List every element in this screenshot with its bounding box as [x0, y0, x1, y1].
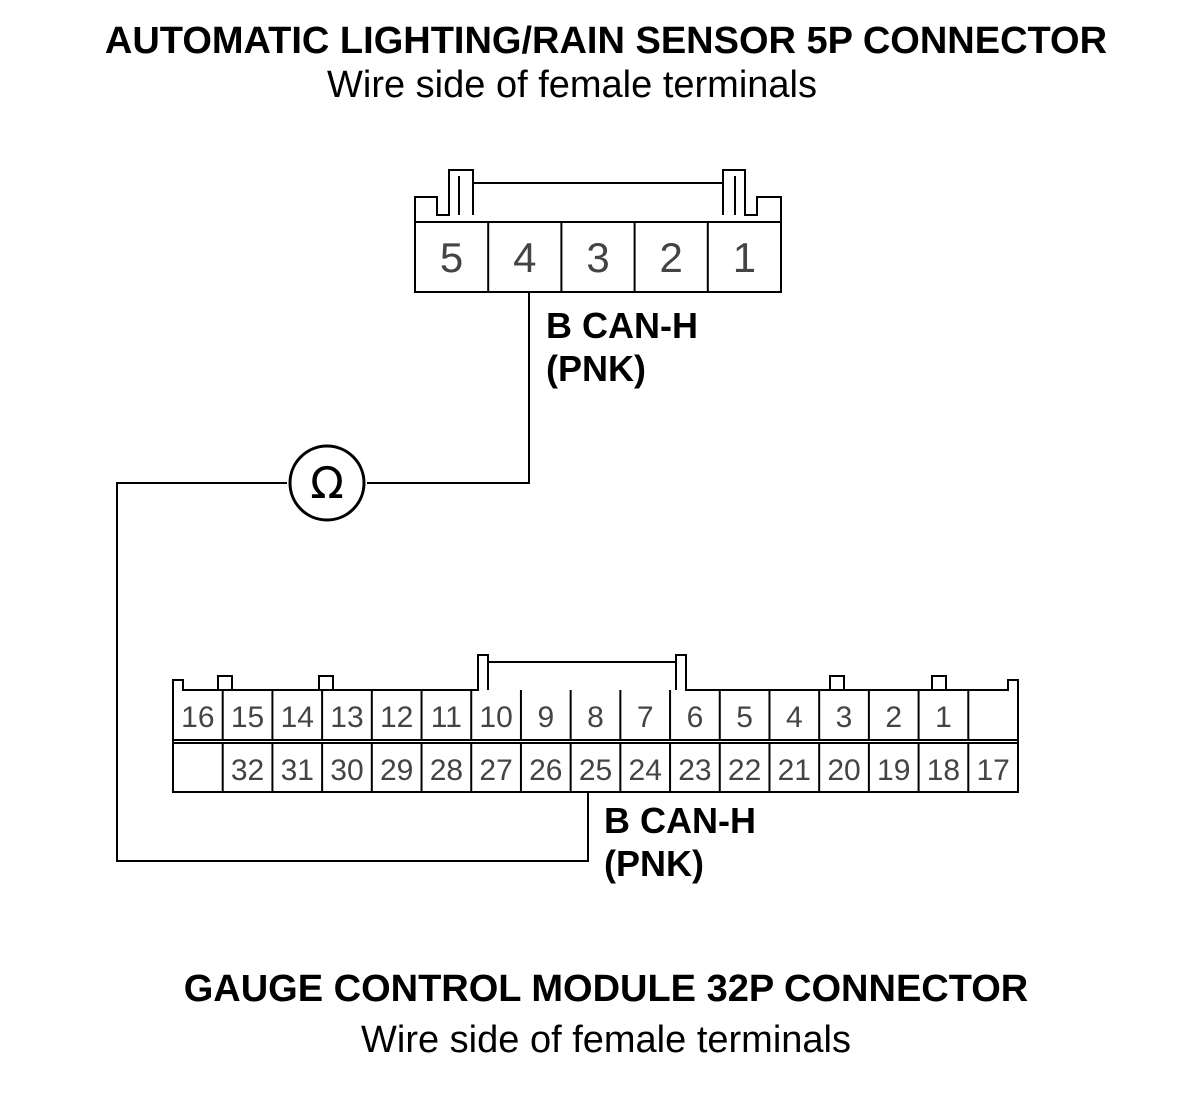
- bottom-pin-label: 23: [678, 754, 711, 787]
- bottom-pin-label: 7: [637, 701, 654, 734]
- bottom-pin-label: 13: [330, 701, 363, 734]
- bottom-pin-label: 5: [736, 701, 753, 734]
- top-connector-subtitle: Wire side of female terminals: [327, 64, 817, 106]
- bottom-pin-label: 26: [529, 754, 562, 787]
- ohmmeter-icon: Ω: [288, 444, 366, 522]
- bottom-pin-label: 32: [231, 754, 264, 787]
- top-connector-title: AUTOMATIC LIGHTING/RAIN SENSOR 5P CONNEC…: [104, 20, 1108, 62]
- bottom-pin-label: 28: [430, 754, 463, 787]
- bottom-pin-label: 14: [281, 701, 314, 734]
- bottom-pin-label: 22: [728, 754, 761, 787]
- top-5p-connector: [414, 169, 782, 293]
- bottom-pin-label: 21: [778, 754, 811, 787]
- bottom-pin-label: 31: [281, 754, 314, 787]
- top-pin-label: 2: [660, 234, 683, 281]
- bottom-pin-label: 29: [380, 754, 413, 787]
- bottom-pin-label: 20: [827, 754, 860, 787]
- bottom-pin-label: 11: [431, 701, 462, 734]
- bottom-connector-title: GAUGE CONTROL MODULE 32P CONNECTOR: [183, 968, 1029, 1010]
- bottom-pin-label: 2: [885, 701, 902, 734]
- ohm-symbol: Ω: [310, 458, 344, 509]
- bottom-pin-label: 19: [877, 754, 910, 787]
- top-wire-label-line2: (PNK): [546, 348, 646, 389]
- top-pin-label: 4: [513, 234, 536, 281]
- bottom-wire-label-line1: B CAN-H: [604, 800, 756, 841]
- bottom-pin-label: 10: [479, 701, 512, 734]
- bottom-pin-label: 1: [935, 701, 952, 734]
- top-wire-label-line1: B CAN-H: [546, 305, 698, 346]
- bottom-pin-label: 24: [629, 754, 662, 787]
- top-connector-cells: 5 4 3 2 1: [440, 222, 756, 292]
- top-pin-label: 5: [440, 234, 463, 281]
- top-pin-label: 3: [586, 234, 609, 281]
- bottom-pin-label: 9: [537, 701, 554, 734]
- bottom-pin-label: 8: [587, 701, 604, 734]
- top-pin-label: 1: [733, 234, 756, 281]
- bottom-pin-label: 4: [786, 701, 803, 734]
- bottom-connector-subtitle: Wire side of female terminals: [361, 1019, 851, 1061]
- bottom-pin-label: 3: [836, 701, 853, 734]
- bottom-pin-label: 6: [687, 701, 704, 734]
- bottom-pin-label: 27: [479, 754, 512, 787]
- bottom-pin-label: 18: [927, 754, 960, 787]
- bottom-32p-connector: [172, 654, 1019, 793]
- bottom-pin-label: 30: [330, 754, 363, 787]
- bottom-pin-label: 16: [181, 701, 214, 734]
- bottom-wire-label-line2: (PNK): [604, 843, 704, 884]
- top-wire: [116, 292, 589, 862]
- bottom-pin-label: 12: [380, 701, 413, 734]
- bottom-pin-label: 17: [976, 754, 1009, 787]
- bottom-pin-label: 25: [579, 754, 612, 787]
- bottom-pin-label: 15: [231, 701, 264, 734]
